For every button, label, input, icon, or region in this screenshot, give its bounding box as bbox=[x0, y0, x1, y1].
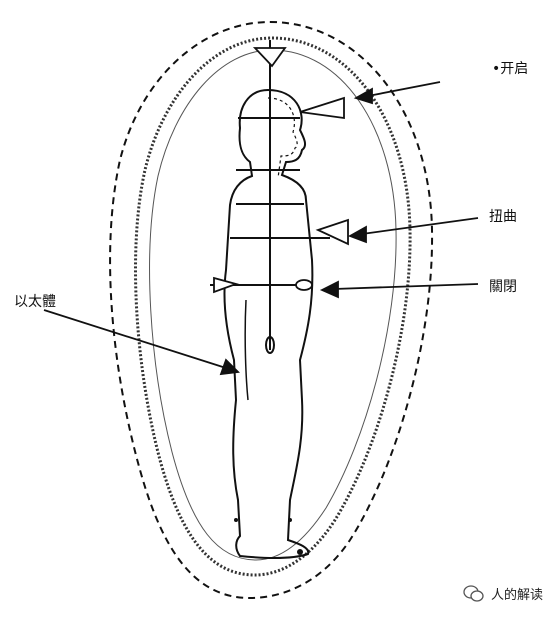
label-open: •开启 bbox=[492, 61, 529, 77]
aura-band bbox=[134, 36, 412, 577]
solar-cone bbox=[315, 218, 349, 246]
label-etheric-body: 以太體 bbox=[14, 294, 56, 310]
brow-cone bbox=[299, 96, 345, 120]
label-twist: 扭曲 bbox=[489, 209, 517, 225]
sacral-cone bbox=[213, 276, 239, 294]
pointer-arrows bbox=[43, 81, 479, 376]
human-figure bbox=[223, 88, 314, 559]
watermark-text: 人的解读 bbox=[491, 588, 544, 603]
outer-aura-outline bbox=[109, 20, 434, 600]
feet bbox=[234, 518, 303, 555]
energy-channels bbox=[210, 40, 330, 354]
wechat-icon bbox=[463, 584, 484, 602]
chakra-cones bbox=[213, 47, 349, 294]
inner-aura-line bbox=[149, 49, 397, 561]
label-close: 關閉 bbox=[489, 279, 517, 295]
watermark: 人的解读 bbox=[463, 584, 543, 603]
crown-cone bbox=[252, 47, 287, 68]
